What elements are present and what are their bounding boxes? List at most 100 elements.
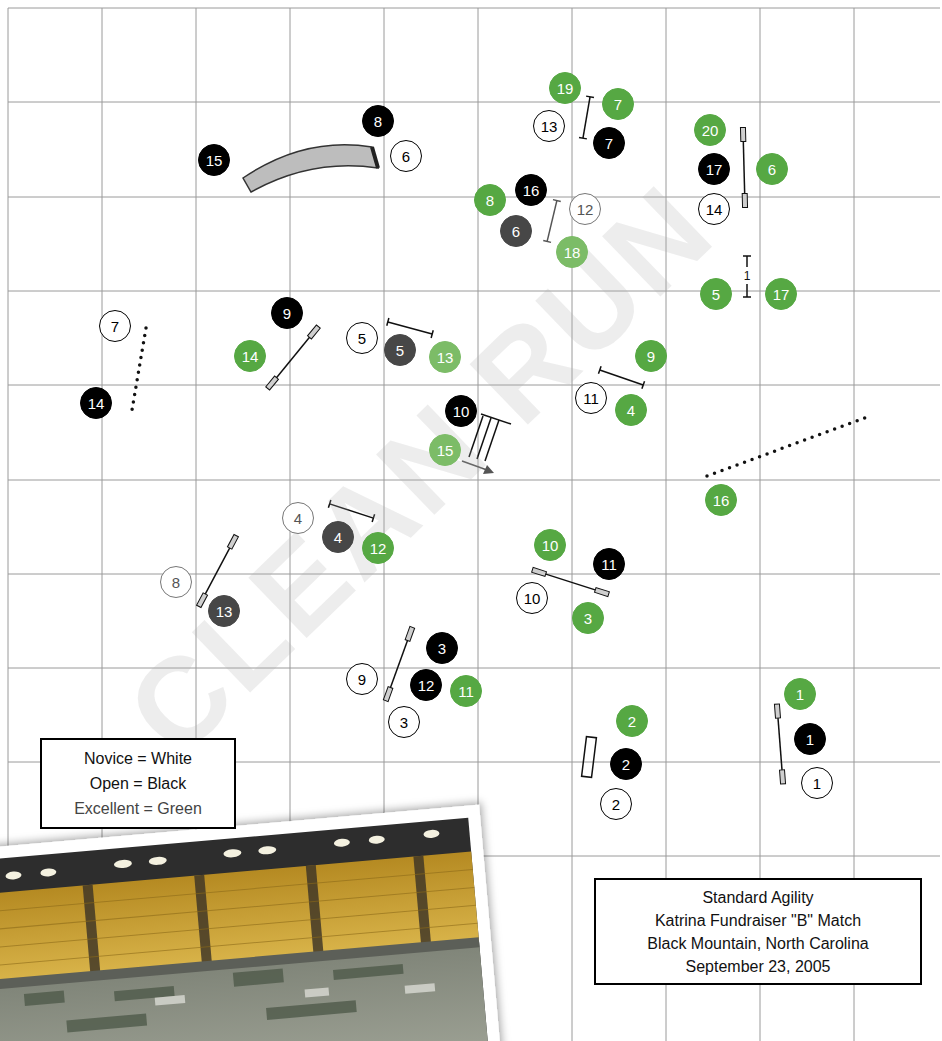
number-marker: 14 [80, 387, 112, 419]
number-marker: 20 [694, 114, 726, 146]
callout-number: 13 [541, 119, 558, 134]
callout-number: 2 [628, 714, 636, 729]
callout-number: 15 [206, 153, 223, 168]
title-line: Standard Agility [702, 886, 813, 909]
callout-number: 12 [418, 678, 435, 693]
callout-number: 10 [542, 538, 559, 553]
bar-jump [579, 96, 594, 139]
callout-number: 2 [622, 757, 630, 772]
callout-number: 9 [647, 349, 655, 364]
number-marker: 13 [208, 595, 240, 627]
tunnel-mouth [372, 147, 378, 168]
number-marker: 4 [322, 521, 354, 553]
callout-number: 13 [437, 350, 454, 365]
callout-number: 5 [358, 331, 366, 346]
callout-number: 10 [453, 404, 470, 419]
legend-box: Novice = WhiteOpen = BlackExcellent = Gr… [40, 738, 236, 829]
number-marker: 12 [569, 193, 601, 225]
wing-jump [266, 325, 321, 390]
bar-jump [543, 200, 561, 243]
callout-number: 18 [564, 245, 581, 260]
number-marker: 8 [362, 105, 394, 137]
callout-number: 13 [216, 604, 233, 619]
number-marker: 9 [635, 340, 667, 372]
callout-number: 3 [438, 641, 446, 656]
number-marker: 3 [426, 632, 458, 664]
title-box: Standard AgilityKatrina Fundraiser "B" M… [594, 878, 922, 985]
callout-number: 3 [584, 611, 592, 626]
number-marker: 6 [390, 140, 422, 172]
number-marker: 14 [234, 340, 266, 372]
callout-number: 12 [370, 541, 387, 556]
number-marker: 19 [549, 72, 581, 104]
number-marker: 7 [593, 127, 625, 159]
callout-number: 14 [242, 349, 259, 364]
callout-number: 6 [768, 162, 776, 177]
number-marker: 11 [450, 675, 482, 707]
callout-number: 16 [523, 183, 540, 198]
number-marker: 2 [610, 748, 642, 780]
number-marker: 11 [593, 548, 625, 580]
callout-number: 8 [374, 114, 382, 129]
number-marker: 5 [384, 334, 416, 366]
weave-poles [132, 328, 146, 410]
legend-entry: Novice = White [84, 746, 192, 771]
callout-number: 7 [111, 319, 119, 334]
number-marker: 2 [616, 705, 648, 737]
number-marker: 4 [282, 502, 314, 534]
callout-number: 4 [627, 403, 635, 418]
number-marker: 6 [500, 215, 532, 247]
legend-entry: Excellent = Green [74, 796, 202, 821]
number-marker: 11 [575, 382, 607, 414]
callout-number: 7 [614, 97, 622, 112]
double-jump [582, 737, 597, 778]
tunnel [243, 145, 378, 192]
number-marker: 12 [362, 532, 394, 564]
number-marker: 10 [534, 529, 566, 561]
number-marker: 9 [346, 663, 378, 695]
callout-number: 16 [713, 493, 730, 508]
title-line: Katrina Fundraiser "B" Match [655, 909, 861, 932]
number-marker: 5 [700, 278, 732, 310]
number-marker: 3 [388, 706, 420, 738]
legend-entry: Open = Black [90, 771, 187, 796]
callout-number: 10 [524, 591, 541, 606]
number-marker: 6 [756, 153, 788, 185]
number-marker: 1 [801, 767, 833, 799]
callout-number: 1 [796, 687, 804, 702]
wing-jump [740, 127, 747, 207]
number-marker: 9 [271, 297, 303, 329]
number-marker: 17 [698, 153, 730, 185]
number-marker: 5 [346, 322, 378, 354]
callout-number: 8 [486, 193, 494, 208]
number-marker: 14 [698, 193, 730, 225]
number-marker: 3 [572, 602, 604, 634]
callout-number: 17 [773, 287, 790, 302]
callout-number: 12 [577, 202, 594, 217]
number-marker: 17 [765, 278, 797, 310]
callout-number: 6 [512, 224, 520, 239]
number-marker: 15 [198, 144, 230, 176]
number-marker: 4 [615, 394, 647, 426]
number-marker: 16 [515, 174, 547, 206]
callout-number: 6 [402, 149, 410, 164]
callout-number: 14 [88, 396, 105, 411]
title-line: September 23, 2005 [686, 955, 831, 978]
number-marker: 12 [410, 669, 442, 701]
number-marker: 18 [556, 236, 588, 268]
panel-jump [743, 256, 751, 297]
number-marker: 13 [533, 110, 565, 142]
weave-poles [707, 416, 870, 476]
callout-number: 11 [458, 684, 474, 699]
callout-number: 4 [294, 511, 302, 526]
callout-number: 5 [712, 287, 720, 302]
callout-number: 1 [813, 776, 821, 791]
callout-number: 15 [437, 443, 454, 458]
number-marker: 16 [705, 484, 737, 516]
callout-number: 9 [358, 672, 366, 687]
callout-number: 20 [702, 123, 719, 138]
number-marker: 7 [99, 310, 131, 342]
number-marker: 10 [516, 582, 548, 614]
callout-number: 4 [334, 530, 342, 545]
